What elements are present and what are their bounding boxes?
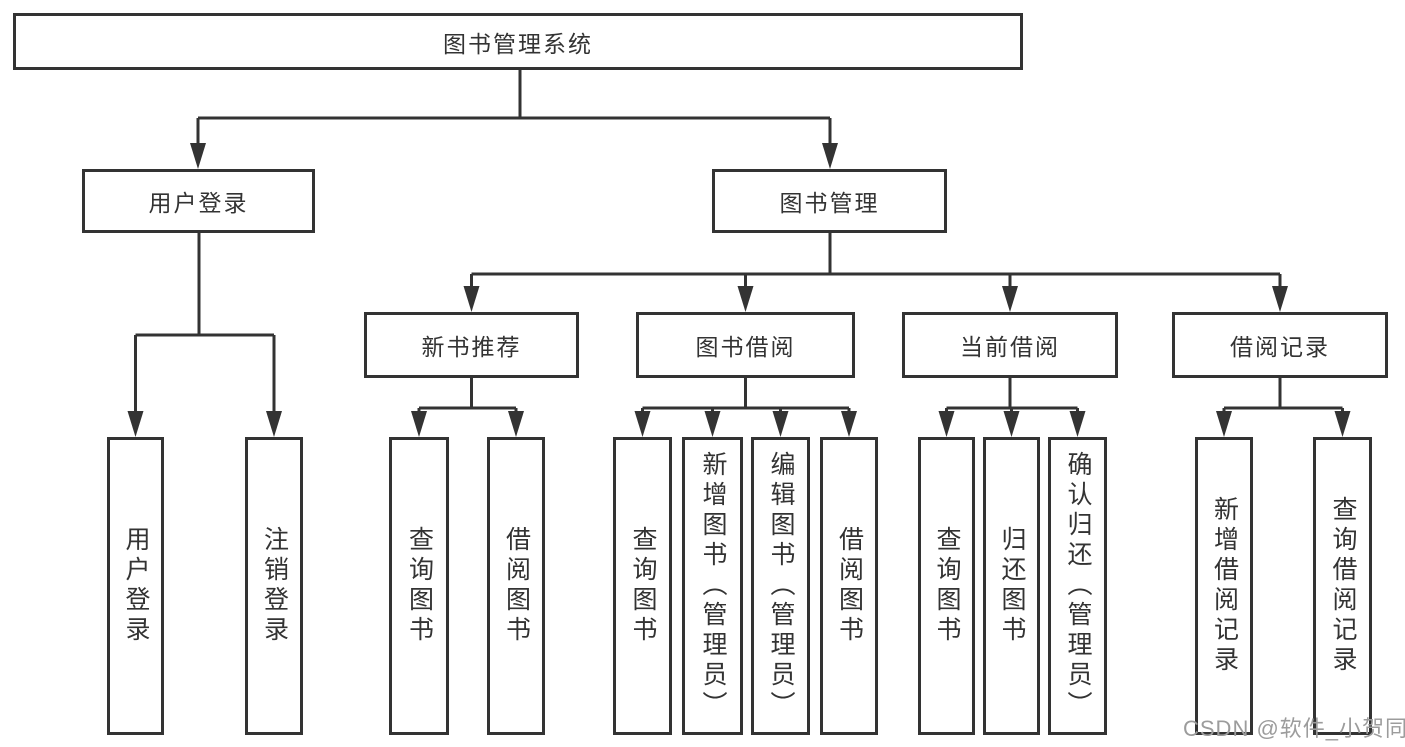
node-user-login: 用户登录 <box>82 169 315 233</box>
leaf-return-books: 归还图书 <box>983 437 1040 735</box>
leaf-borrow-books-newbook: 借阅图书 <box>487 437 545 735</box>
leaf-edit-books-admin: 编辑图书（管理员） <box>751 437 810 735</box>
node-label: 新增借阅记录 <box>1210 496 1239 676</box>
node-label: 新增图书（管理员） <box>699 451 727 721</box>
node-current-borrowing: 当前借阅 <box>902 312 1118 378</box>
node-label: 用户登录 <box>148 190 249 216</box>
node-label: 查询图书 <box>933 526 961 646</box>
connector-book-mgmt-children <box>463 233 1288 312</box>
node-label: 图书管理 <box>779 190 880 216</box>
leaf-confirm-return-admin: 确认归还（管理员） <box>1048 437 1107 735</box>
watermark: CSDN @软件_小贺同学 <box>1183 716 1405 741</box>
node-label: 归还图书 <box>998 526 1026 646</box>
node-label: 确认归还（管理员） <box>1064 451 1092 721</box>
connector-current-borrow-children <box>938 378 1086 437</box>
node-label: 用户登录 <box>122 526 150 646</box>
node-label: 新书推荐 <box>421 334 522 360</box>
leaf-borrow-books-borrowing: 借阅图书 <box>820 437 878 735</box>
node-book-borrowing: 图书借阅 <box>636 312 855 378</box>
node-label: 借阅记录 <box>1230 334 1330 360</box>
leaf-add-borrow-record: 新增借阅记录 <box>1195 437 1253 735</box>
node-label: 借阅图书 <box>502 526 531 646</box>
connector-root-to-level2 <box>190 70 838 169</box>
node-label: 查询借阅记录 <box>1329 496 1357 676</box>
connector-book-borrow-children <box>634 378 857 437</box>
node-root: 图书管理系统 <box>13 13 1023 70</box>
node-label: 图书管理系统 <box>443 30 593 57</box>
leaf-logout: 注销登录 <box>245 437 303 735</box>
node-label: 编辑图书（管理员） <box>767 451 795 721</box>
leaf-add-books-admin: 新增图书（管理员） <box>682 437 743 735</box>
connector-user-login-children <box>127 233 282 437</box>
leaf-query-borrow-record: 查询借阅记录 <box>1313 437 1372 735</box>
node-borrowing-records: 借阅记录 <box>1172 312 1388 378</box>
node-book-management: 图书管理 <box>712 169 947 233</box>
connector-new-book-children <box>411 378 524 437</box>
node-label: 查询图书 <box>405 526 434 646</box>
node-label: 当前借阅 <box>960 334 1060 360</box>
node-label: 借阅图书 <box>835 526 864 646</box>
node-label: 图书借阅 <box>695 334 796 360</box>
node-new-book-recommendation: 新书推荐 <box>364 312 579 378</box>
leaf-query-books-newbook: 查询图书 <box>389 437 449 735</box>
node-label: 查询图书 <box>629 526 657 646</box>
leaf-query-books-borrowing: 查询图书 <box>613 437 672 735</box>
node-label: 注销登录 <box>260 526 289 646</box>
leaf-query-books-current: 查询图书 <box>918 437 975 735</box>
connector-borrow-records-children <box>1216 378 1351 437</box>
leaf-user-login: 用户登录 <box>107 437 164 735</box>
